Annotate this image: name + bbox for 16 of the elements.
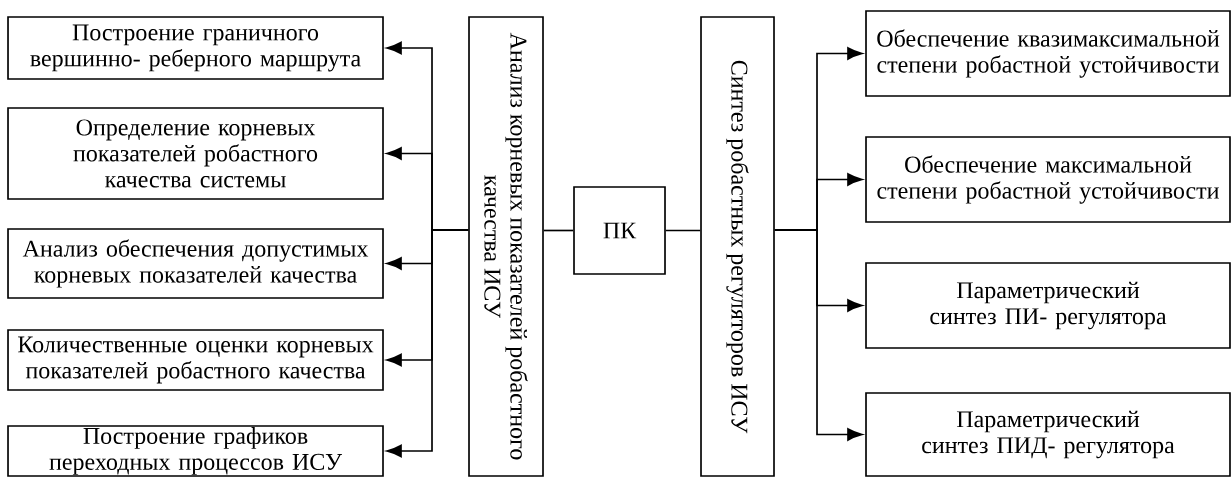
task-box: Построение графиков переходных процессов ИСУ xyxy=(7,425,384,477)
arrow xyxy=(386,229,469,458)
task-box: Анализ обеспечения допустимых корневых показателей качества xyxy=(7,228,384,299)
section-box: Синтез робастных регуляторов ИСУ xyxy=(700,16,775,477)
task-box: Обеспечение квазимаксимальной степени робастной устойчивости xyxy=(865,10,1231,97)
task-box: Обеспечение максимальной степени робастной устойчивости xyxy=(865,136,1231,223)
task-box: Количественные оценки корневых показателей робастного качества xyxy=(7,329,384,391)
section-box: Анализ корневых показателей робастного качества ИСУ xyxy=(468,16,544,477)
task-box: Построение граничного вершинно- реберного маршрута xyxy=(7,16,384,80)
task-box: Параметрический синтез ПИД- регулятора xyxy=(865,392,1231,477)
connector-line xyxy=(543,229,574,232)
pc-box: ПК xyxy=(573,186,666,275)
arrow xyxy=(774,229,863,441)
task-box: Параметрический синтез ПИ- регулятора xyxy=(865,262,1231,349)
connector-line xyxy=(665,229,701,232)
task-box: Определение корневых показателей робастного качества системы xyxy=(7,107,384,200)
